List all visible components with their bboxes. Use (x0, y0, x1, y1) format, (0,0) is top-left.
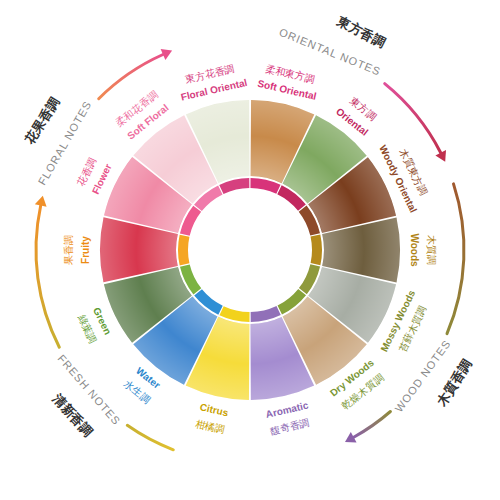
ring-segment (169, 169, 330, 330)
ring-segment (160, 160, 339, 339)
lavender-photo (101, 101, 399, 399)
ring-segment (161, 161, 339, 339)
arrow-head (435, 150, 446, 162)
segment-label-zh: 柑橘調 (194, 418, 226, 436)
rosemary-photo (93, 93, 408, 408)
ring-segment (161, 161, 339, 339)
pine-photo (116, 116, 383, 383)
oriental-arc (385, 84, 441, 153)
rose-photo (115, 115, 385, 385)
ring-segment (156, 156, 344, 344)
family-label-zh: 花果香調 (23, 95, 63, 147)
color-ring (156, 156, 344, 344)
leaf-photo (100, 100, 400, 400)
blossom-photo (101, 101, 399, 399)
segment-label-en: Woods (408, 233, 420, 266)
wood-arc (447, 184, 464, 334)
arrow-head (161, 49, 173, 60)
segment-label-zh: 木質調 (425, 235, 437, 265)
ring-segment (156, 156, 344, 344)
ring-segment (169, 169, 330, 330)
arrow-head (35, 196, 47, 207)
photo-ring (92, 92, 407, 407)
ring-segment (170, 170, 330, 330)
ring-segment (156, 156, 344, 344)
fresh-arc (127, 425, 173, 450)
peony-photo (92, 92, 407, 407)
family-arcs (36, 55, 464, 450)
lemon-photo (137, 137, 363, 363)
family-label-zh: 木質香調 (434, 357, 475, 409)
ring-segment (160, 160, 339, 339)
pomegranate-photo (117, 117, 384, 384)
segment-label-en: Fruity (80, 236, 92, 264)
amber-photo (137, 137, 363, 363)
moss-photo (115, 115, 384, 384)
ring-segment (156, 156, 344, 344)
segment-label-zh: 馥奇香調 (270, 416, 312, 436)
family-label-zh: 東方香調 (334, 14, 387, 51)
segment-label-en: Citrus (198, 401, 229, 419)
photo-sheen (138, 138, 362, 362)
arrow-head (345, 432, 357, 442)
cinnamon-photo (93, 93, 408, 408)
water-photo (100, 100, 400, 400)
fresh-arc (36, 206, 59, 348)
family-label-zh: 清新香調 (48, 392, 94, 440)
dry-wood-photo (93, 93, 408, 408)
segment-label-zh: 果香調 (63, 235, 75, 265)
center-disc (189, 189, 311, 311)
wood-arc (354, 412, 391, 438)
ring-segment (170, 170, 330, 330)
